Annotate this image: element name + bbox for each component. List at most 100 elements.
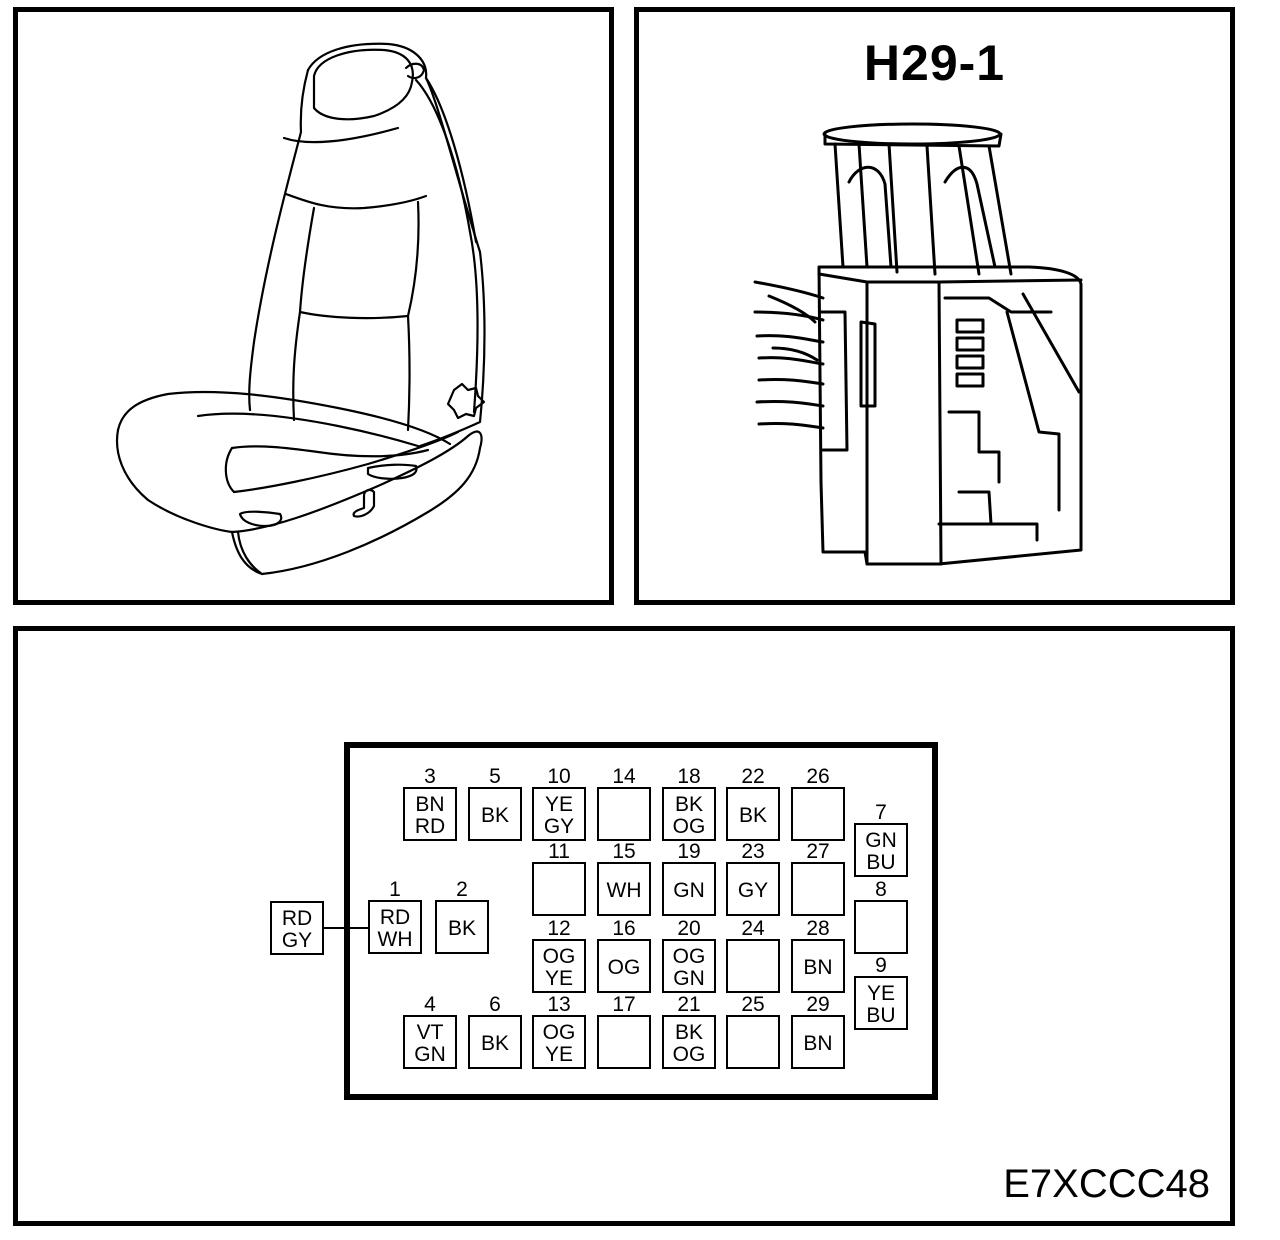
wire-color: OG [673,945,706,968]
wire-stripe: WH [378,928,413,951]
wire-stripe: BU [866,1004,895,1027]
pin-number: 26 [806,765,829,788]
pin-5: 5BK [468,765,522,841]
pin-number: 4 [424,993,436,1016]
pin-cavity [791,862,845,916]
pin-number: 18 [677,765,700,788]
pin-number: 12 [547,917,570,940]
pin-number: 24 [741,917,765,940]
pin-24: 24 [726,917,780,993]
pin-number: 2 [456,878,468,901]
pin-cavity [532,1015,586,1069]
pin-8: 8 [854,878,908,954]
pin-number: 16 [612,917,635,940]
pin-cavity [662,939,716,993]
pin-25: 25 [726,993,780,1069]
seat-illustration [115,42,486,576]
pin-cavity [532,862,586,916]
wire-color: YE [545,793,573,816]
figure-code: E7XCCC48 [1003,1162,1210,1206]
pin-number: 10 [547,765,570,788]
pin-number: 29 [806,993,829,1016]
wire-color: RD [380,906,410,929]
pin-number: 27 [806,840,829,863]
pin-number: 6 [489,993,501,1016]
wire-color: OG [608,956,641,979]
pin-cavity [435,900,489,954]
wire-stripe: GN [414,1043,446,1066]
wire-stripe: OG [673,1043,706,1066]
pin-number: 11 [548,840,570,863]
wire-color: BN [415,793,444,816]
pin-cavity [726,939,780,993]
wire-stripe: YE [545,967,573,990]
seat-illustration-panel [13,7,614,605]
pin-cavity [468,787,522,841]
pin-cavity [726,787,780,841]
wire-color: GY [738,879,768,902]
pin-number: 15 [612,840,635,863]
pin-cavity [854,976,908,1030]
wire-stripe: GY [544,815,574,838]
connector-illustration [753,122,1083,566]
pin-number: 1 [389,878,401,901]
pin-number: 28 [806,917,829,940]
pin-cavity [791,939,845,993]
wire-color: BK [481,804,509,827]
pin-cavity [854,900,908,954]
pin-6: 6BK [468,993,522,1069]
wire-stripe: RD [415,815,445,838]
pin-cavity [468,1015,522,1069]
pin-cavity [726,1015,780,1069]
wire-color: GN [673,879,705,902]
pin-cavity [662,862,716,916]
pin-number: 20 [677,917,700,940]
pin-number: 5 [489,765,501,788]
wire-color: BN [803,956,832,979]
connector-title: H29-1 [863,35,1006,91]
pin-number: 8 [875,878,887,901]
pin-cavity [854,823,908,877]
pin-cavity [662,787,716,841]
pin-number: 25 [741,993,764,1016]
pin-number: 14 [612,765,636,788]
pin-number: 22 [741,765,764,788]
pin-number: 17 [612,993,635,1016]
pin-number: 13 [547,993,570,1016]
pin-cavity [403,787,457,841]
wire-color: BK [481,1032,509,1055]
wire-color: GN [865,829,897,852]
wire-color: BK [675,1021,703,1044]
external-wire-label: RD GY [270,901,369,955]
pin-26: 26 [791,765,845,841]
pin-number: 9 [875,954,887,977]
pin-cavity [532,787,586,841]
pin-number: 23 [741,840,764,863]
pin-cavity [532,939,586,993]
pin-cavity [368,900,422,954]
pin-number: 7 [875,801,887,824]
pin-cavity [791,787,845,841]
pin-14: 14 [597,765,651,841]
wire-color: BK [739,804,767,827]
pin-cavity [403,1015,457,1069]
pin-27: 27 [791,840,845,916]
wire-color: OG [543,1021,576,1044]
pin-number: 21 [677,993,700,1016]
